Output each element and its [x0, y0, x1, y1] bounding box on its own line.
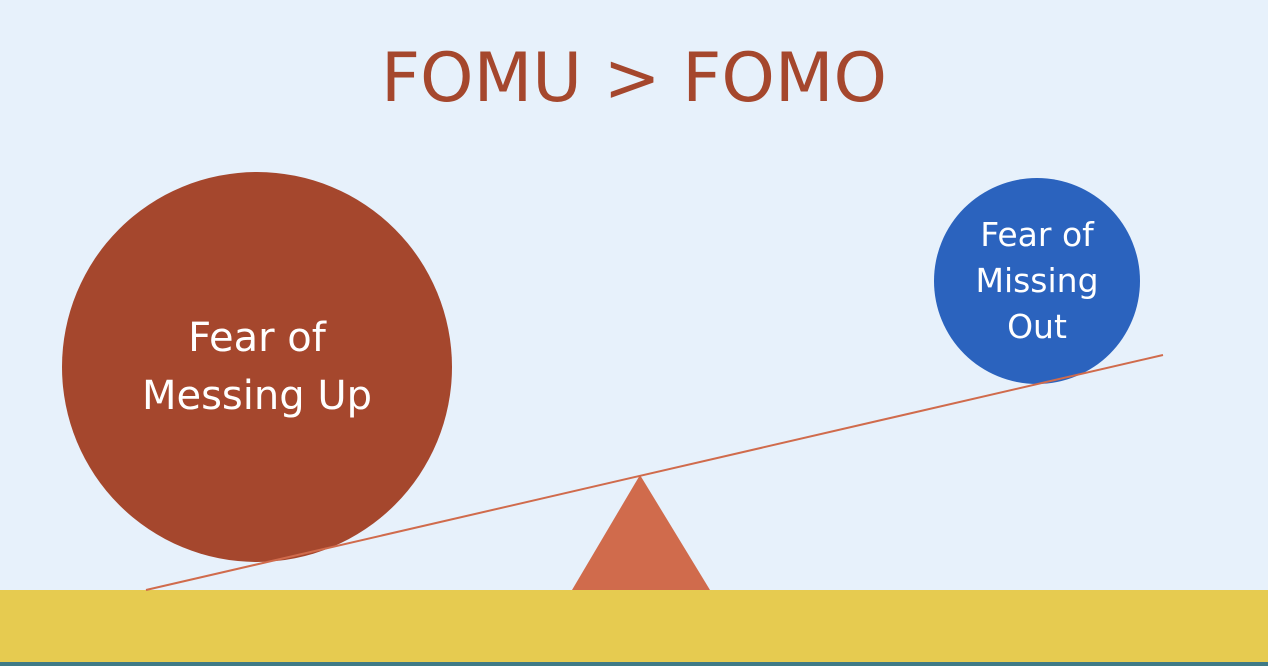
- fomo-circle: [934, 178, 1140, 384]
- ground-edge: [0, 662, 1268, 666]
- fomu-label-text: Fear of Messing Up: [141, 315, 373, 419]
- fulcrum-triangle: [572, 475, 710, 590]
- fomu-label: Fear of Messing Up: [62, 172, 452, 562]
- fomu-circle: [62, 172, 452, 562]
- slide-title: FOMU > FOMO: [380, 39, 888, 118]
- ground: [0, 590, 1268, 666]
- fomo-label-text: Fear of Missing Out: [975, 215, 1099, 346]
- fomo-label: Fear of Missing Out: [934, 178, 1140, 384]
- seesaw-plank: [145, 354, 1164, 591]
